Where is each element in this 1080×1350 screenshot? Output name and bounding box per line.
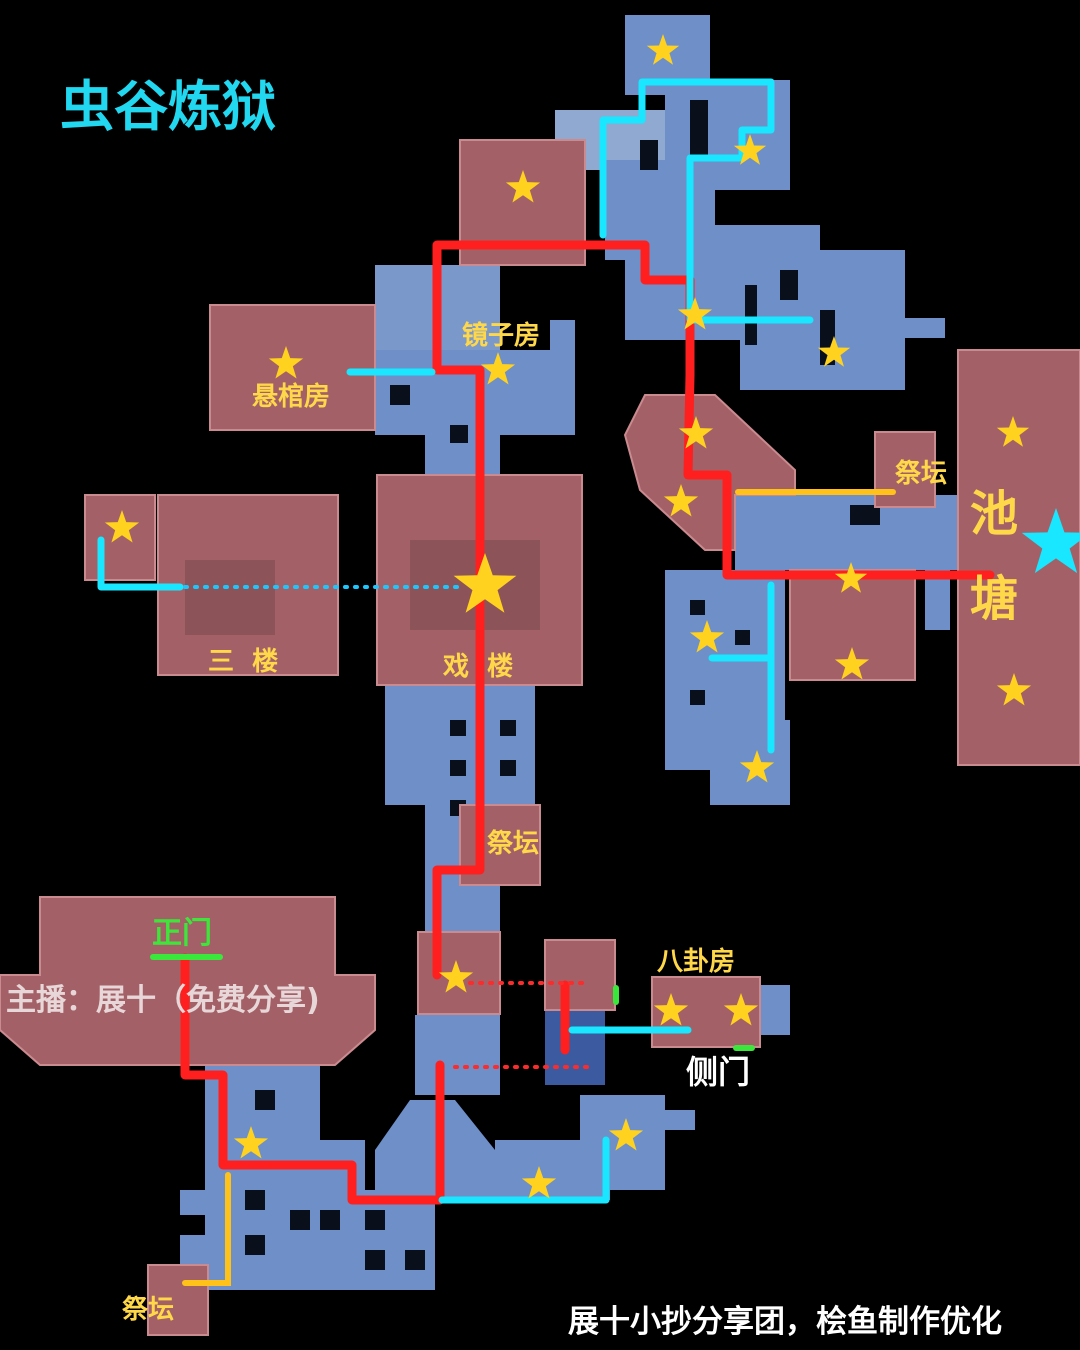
room-label-xilou: 戏 楼 (442, 652, 513, 682)
credit-text: 展十小抄分享团，桧鱼制作优化 (568, 1304, 1002, 1340)
labels: 虫谷炼狱 悬棺房 镜子房 三 楼 戏 楼 祭坛 祭坛 祭坛 池 塘 八卦房 正门… (6, 75, 1018, 1340)
map-floorplan (0, 15, 1080, 1336)
top-side-route (599, 78, 814, 324)
main-route (432, 240, 995, 980)
room-label-jingzi: 镜子房 (462, 320, 540, 351)
room-label-chitang-2: 塘 (970, 571, 1018, 627)
room-label-jitan-right: 祭坛 (894, 459, 947, 489)
routes (97, 78, 995, 1286)
room-label-xuanguan: 悬棺房 (252, 382, 330, 412)
streamer-watermark: 主播：展十（免费分享) (6, 983, 320, 1018)
room-label-chitang-1: 池 (970, 486, 1018, 542)
altar-route-bottom (182, 1172, 231, 1286)
room-label-bagua: 八卦房 (657, 947, 735, 977)
door-label-zhengmen: 正门 (152, 916, 212, 951)
map-title: 虫谷炼狱 (60, 75, 276, 138)
room-label-sanlou: 三 楼 (208, 647, 278, 677)
main-route-south (180, 953, 445, 1205)
door-label-cemen: 侧门 (686, 1053, 750, 1091)
bottom-side-route (438, 1136, 610, 1204)
sanlou-route (97, 536, 184, 591)
room-label-jitan-bottom: 祭坛 (121, 1295, 174, 1325)
room-label-jitan-mid: 祭坛 (486, 829, 539, 859)
